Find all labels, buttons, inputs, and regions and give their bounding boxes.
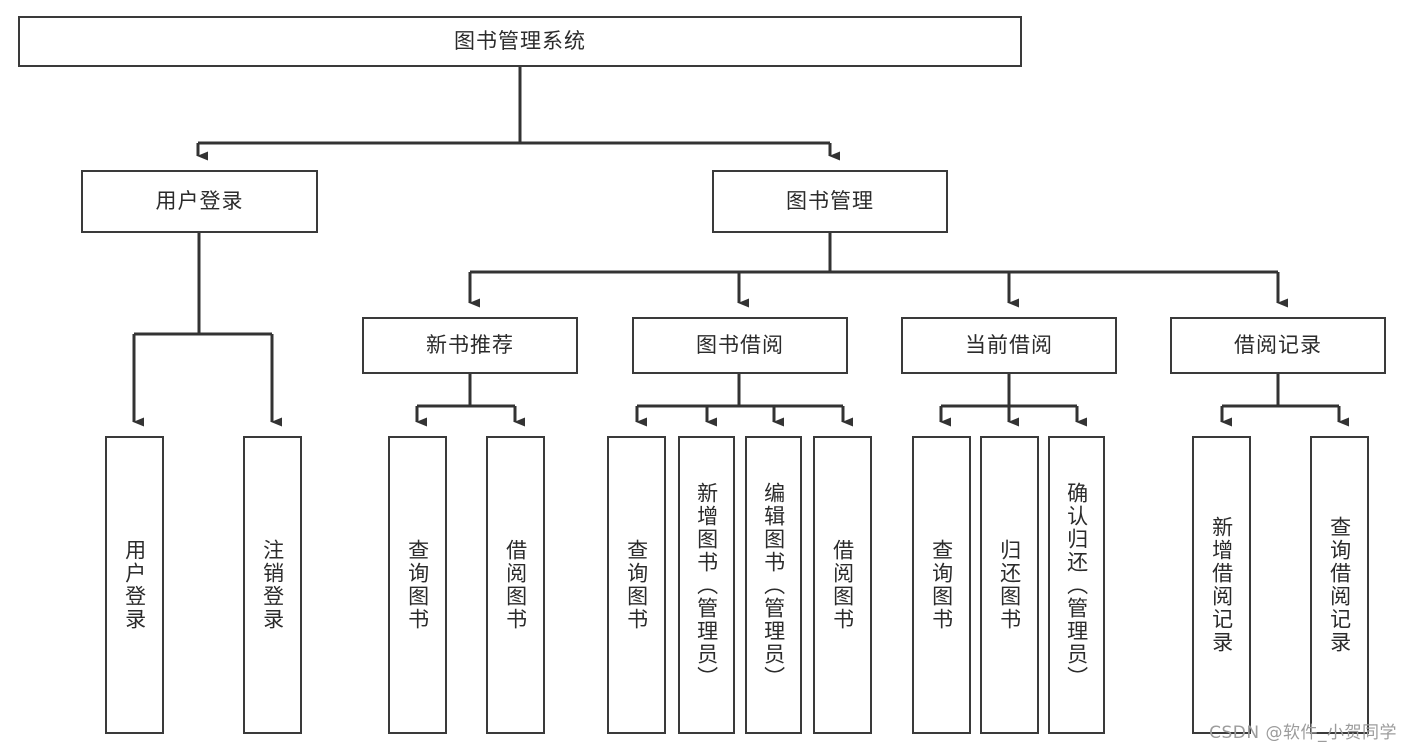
- node-book-management[interactable]: 图书管理: [712, 170, 948, 233]
- leaf-br-query-record-label: 查询借阅记录: [1327, 516, 1352, 654]
- node-current-borrow[interactable]: 当前借阅: [901, 317, 1117, 374]
- leaf-bb-edit-book-admin-label: 编辑图书（管理员）: [761, 481, 786, 689]
- csdn-watermark: CSDN @软件_小贺同学: [1209, 723, 1397, 743]
- leaf-bb-query-book[interactable]: 查询图书: [607, 436, 666, 734]
- leaf-bb-edit-book-admin[interactable]: 编辑图书（管理员）: [745, 436, 802, 734]
- node-user-login-label: 用户登录: [155, 188, 244, 213]
- leaf-br-add-record[interactable]: 新增借阅记录: [1192, 436, 1251, 734]
- leaf-cb-return-book[interactable]: 归还图书: [980, 436, 1039, 734]
- leaf-user-login-label: 用户登录: [122, 539, 147, 631]
- leaf-br-query-record[interactable]: 查询借阅记录: [1310, 436, 1369, 734]
- leaf-bb-borrow-book-label: 借阅图书: [830, 539, 855, 631]
- leaf-nb-borrow-book-label: 借阅图书: [503, 539, 528, 631]
- leaf-cb-query-book[interactable]: 查询图书: [912, 436, 971, 734]
- leaf-cb-return-book-label: 归还图书: [997, 539, 1022, 631]
- node-book-borrow[interactable]: 图书借阅: [632, 317, 848, 374]
- leaf-logout-label: 注销登录: [260, 539, 285, 631]
- leaf-cb-query-book-label: 查询图书: [929, 539, 954, 631]
- node-root[interactable]: 图书管理系统: [18, 16, 1022, 67]
- leaf-cb-confirm-return-admin-label: 确认归还（管理员）: [1064, 481, 1089, 689]
- leaf-nb-borrow-book[interactable]: 借阅图书: [486, 436, 545, 734]
- node-book-borrow-label: 图书借阅: [696, 332, 784, 357]
- leaf-br-add-record-label: 新增借阅记录: [1209, 516, 1234, 654]
- node-new-book-recommend-label: 新书推荐: [426, 332, 514, 357]
- node-new-book-recommend[interactable]: 新书推荐: [362, 317, 578, 374]
- leaf-bb-borrow-book[interactable]: 借阅图书: [813, 436, 872, 734]
- node-borrow-record[interactable]: 借阅记录: [1170, 317, 1386, 374]
- leaf-bb-add-book-admin-label: 新增图书（管理员）: [694, 481, 719, 689]
- node-borrow-record-label: 借阅记录: [1234, 332, 1322, 357]
- leaf-logout[interactable]: 注销登录: [243, 436, 302, 734]
- node-user-login[interactable]: 用户登录: [81, 170, 318, 233]
- leaf-bb-query-book-label: 查询图书: [624, 539, 649, 631]
- node-root-label: 图书管理系统: [454, 28, 586, 53]
- leaf-nb-query-book[interactable]: 查询图书: [388, 436, 447, 734]
- leaf-bb-add-book-admin[interactable]: 新增图书（管理员）: [678, 436, 735, 734]
- leaf-nb-query-book-label: 查询图书: [405, 539, 430, 631]
- leaf-cb-confirm-return-admin[interactable]: 确认归还（管理员）: [1048, 436, 1105, 734]
- leaf-user-login[interactable]: 用户登录: [105, 436, 164, 734]
- node-current-borrow-label: 当前借阅: [965, 332, 1053, 357]
- node-book-management-label: 图书管理: [786, 188, 874, 213]
